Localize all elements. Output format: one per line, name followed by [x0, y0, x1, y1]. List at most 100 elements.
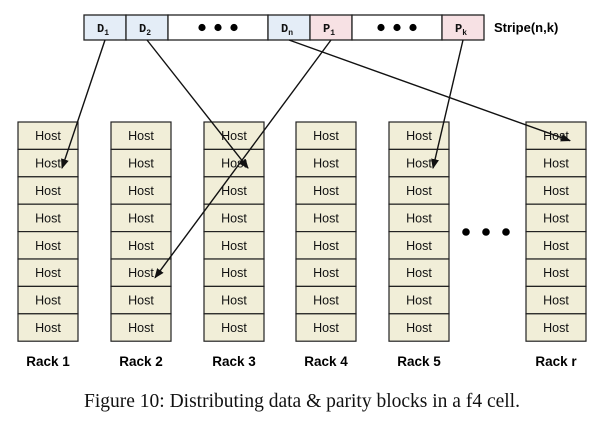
host-cell: Host — [388, 313, 450, 342]
host-box — [295, 258, 357, 287]
host-label: Host — [406, 266, 432, 280]
host-cell: Host — [17, 258, 79, 287]
host-cell: Host — [388, 203, 450, 233]
host-cell: Host — [17, 203, 79, 233]
host-cell: Host — [525, 176, 587, 205]
host-box — [110, 176, 172, 205]
host-box — [525, 176, 587, 205]
host-label: Host — [35, 294, 61, 308]
host-box — [388, 258, 450, 287]
host-box — [295, 285, 357, 315]
host-box — [203, 258, 265, 287]
host-cell: Host — [388, 258, 450, 287]
host-cell: Host — [203, 313, 265, 342]
host-box — [17, 313, 79, 342]
placement-arrows — [61, 39, 571, 279]
figure-caption: Figure 10: Distributing data & parity bl… — [84, 391, 520, 412]
host-cell: Host — [295, 203, 357, 233]
host-label: Host — [313, 294, 339, 308]
host-label: Host — [406, 157, 432, 171]
host-cell: Host — [110, 148, 172, 178]
host-cell: Host — [203, 285, 265, 315]
host-label: Host — [128, 266, 154, 280]
host-box — [525, 231, 587, 260]
host-box — [295, 203, 357, 233]
host-cell: Host — [388, 231, 450, 260]
host-cell: Host — [525, 313, 587, 342]
host-cell: Host — [110, 203, 172, 233]
host-cell: Host — [17, 285, 79, 315]
host-label: Host — [35, 321, 61, 335]
host-box — [110, 231, 172, 260]
host-label: Host — [221, 184, 247, 198]
rack-label: Rack 5 — [397, 354, 441, 369]
stripe-ellipsis — [351, 14, 443, 41]
host-cell: Host — [388, 148, 450, 178]
rack-label: Rack r — [535, 354, 577, 369]
placement-arrow — [61, 39, 106, 170]
host-cell: Host — [17, 176, 79, 205]
host-label: Host — [221, 239, 247, 253]
ellipsis-dot — [230, 23, 238, 32]
host-cell: Host — [295, 285, 357, 315]
rack-label: Rack 3 — [212, 354, 256, 369]
host-cell: Host — [295, 231, 357, 260]
host-cell: Host — [17, 121, 79, 150]
host-cell: Host — [203, 176, 265, 205]
host-box — [17, 258, 79, 287]
host-label: Host — [313, 321, 339, 335]
host-box — [110, 313, 172, 342]
host-label: Host — [35, 129, 61, 143]
ellipsis-dot — [198, 23, 206, 32]
host-box — [110, 121, 172, 150]
host-cell: Host — [110, 231, 172, 260]
host-cell: Host — [110, 313, 172, 342]
host-label: Host — [128, 157, 154, 171]
host-label: Host — [128, 211, 154, 225]
host-label: Host — [128, 129, 154, 143]
host-box — [203, 313, 265, 342]
host-label: Host — [221, 129, 247, 143]
host-label: Host — [313, 184, 339, 198]
host-cell: Host — [525, 148, 587, 178]
ellipsis-dot — [462, 228, 470, 236]
host-cell: Host — [525, 231, 587, 260]
ellipsis-dot — [393, 23, 401, 32]
host-box — [110, 285, 172, 315]
host-box — [525, 203, 587, 233]
host-cell: Host — [17, 231, 79, 260]
host-label: Host — [221, 321, 247, 335]
host-box — [203, 176, 265, 205]
stripe-cell — [309, 14, 353, 41]
host-cell: Host — [525, 258, 587, 287]
host-box — [295, 313, 357, 342]
placement-arrow — [154, 39, 332, 279]
host-cell: Host — [110, 258, 172, 287]
host-label: Host — [313, 266, 339, 280]
host-cell: Host — [203, 121, 265, 150]
ellipsis-dot — [502, 228, 510, 236]
host-label: Host — [313, 239, 339, 253]
host-cell: Host — [295, 148, 357, 178]
host-label: Host — [406, 321, 432, 335]
host-label: Host — [35, 157, 61, 171]
host-box — [388, 231, 450, 260]
stripe-block-P1: P1 — [309, 14, 353, 41]
rack-label: Rack 2 — [119, 354, 163, 369]
host-cell: Host — [203, 231, 265, 260]
host-box — [388, 203, 450, 233]
host-label: Host — [221, 211, 247, 225]
host-cell: Host — [525, 285, 587, 315]
host-box — [388, 313, 450, 342]
host-label: Host — [313, 211, 339, 225]
placement-arrow — [431, 39, 464, 170]
host-cell: Host — [525, 203, 587, 233]
stripe-cell — [441, 14, 485, 41]
host-label: Host — [543, 266, 569, 280]
host-label: Host — [221, 266, 247, 280]
host-label: Host — [406, 294, 432, 308]
host-box — [17, 285, 79, 315]
